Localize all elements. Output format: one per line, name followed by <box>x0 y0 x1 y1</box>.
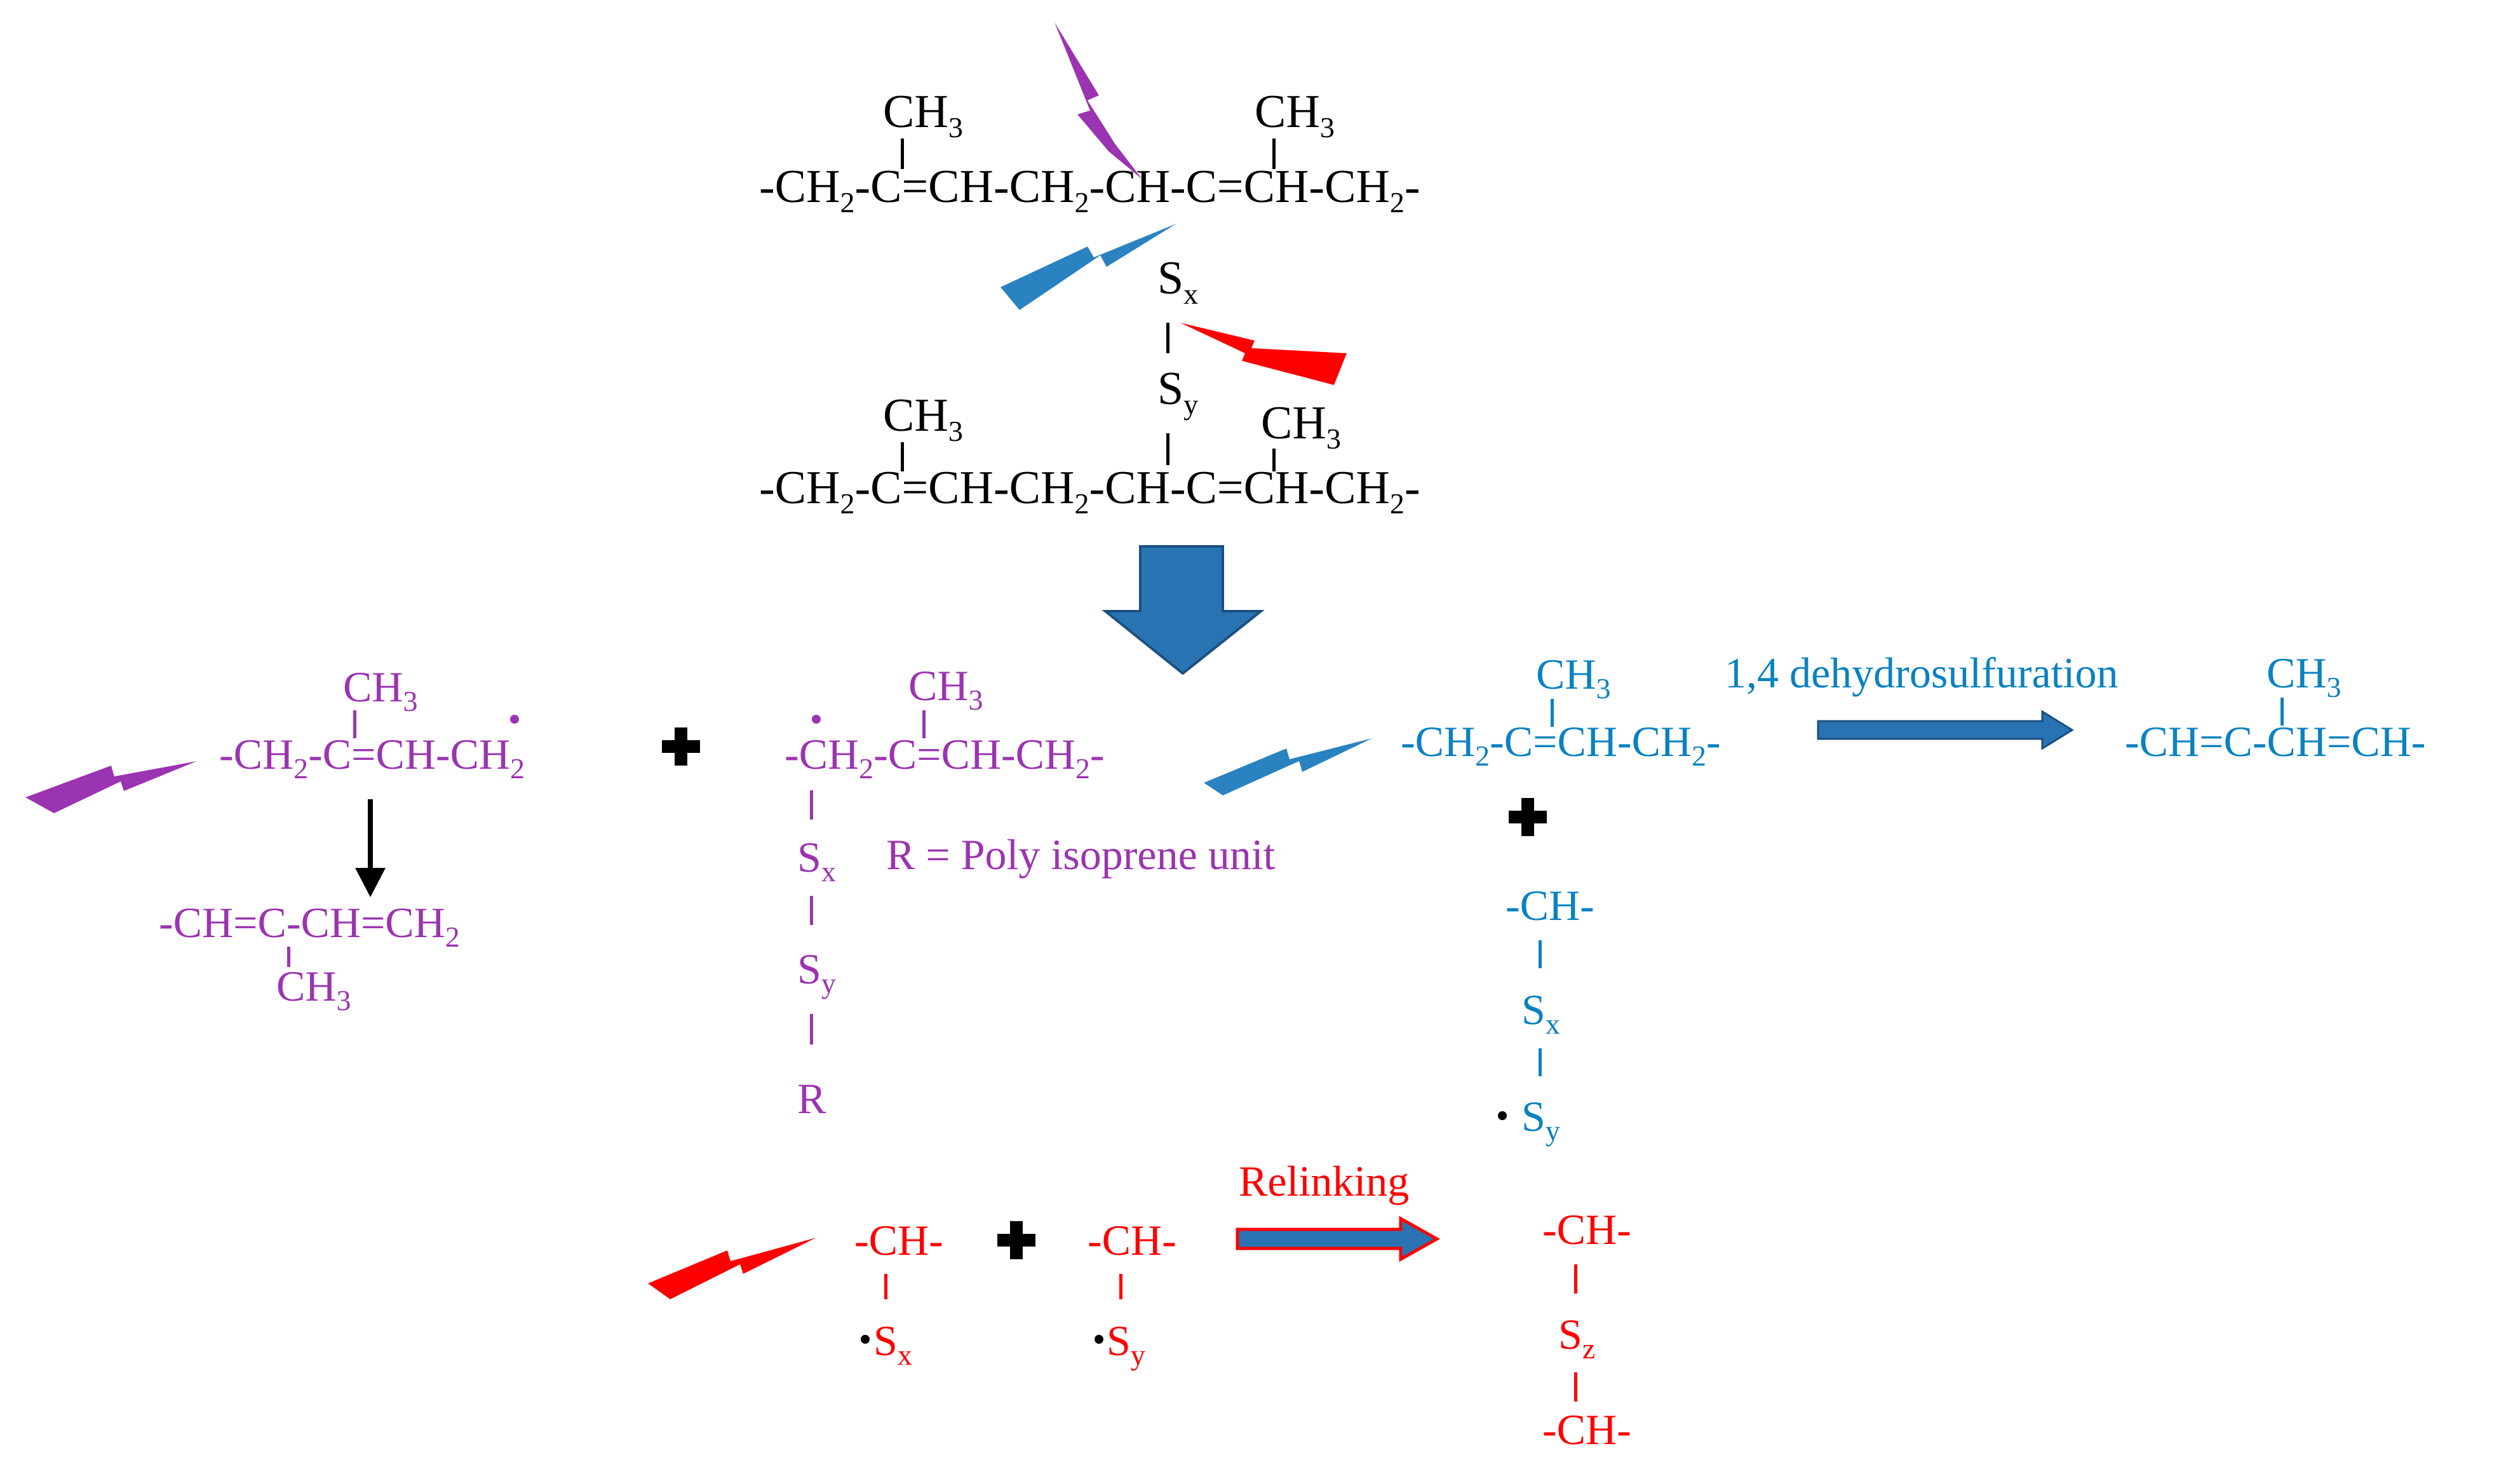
red-sz: Sz <box>1558 1310 1595 1365</box>
red-bond-middle <box>1119 1274 1122 1299</box>
red-arrow-label: Relinking <box>1239 1157 1409 1205</box>
blue-dehydrosulfuration-branch: CH3 -CH2-C=CH-CH2- 1,4 dehydrosulfuratio… <box>1401 649 2425 1147</box>
top-lower-bond-left <box>901 442 904 471</box>
top-sx: Sx <box>1157 252 1198 310</box>
top-upper-chain: -CH2-C=CH-CH2-CH-C=CH-CH2- <box>759 161 1420 219</box>
purple-r-label: R = Poly isoprene unit <box>886 830 1276 879</box>
red-sy: Sy <box>1107 1316 1145 1371</box>
lightning-bolt-icon <box>1054 22 1142 179</box>
radical-dot <box>1095 1335 1103 1344</box>
plus-icon <box>662 727 700 766</box>
purple-ch3-right: CH3 <box>908 661 983 716</box>
blue-arrow-label: 1,4 dehydrosulfuration <box>1725 649 2118 697</box>
top-lower-bond-right <box>1272 449 1276 471</box>
top-upper-ch3: CH3 <box>883 86 963 144</box>
blue-s-bond-1 <box>1539 940 1542 968</box>
red-ch-bottom: -CH- <box>1542 1405 1631 1454</box>
purple-r: R <box>797 1074 826 1123</box>
top-upper-ch3-right: CH3 <box>1255 86 1335 144</box>
purple-radical-chain: -CH2-C=CH-CH2 <box>219 730 525 785</box>
blue-s-bond-2 <box>1539 1048 1542 1076</box>
purple-sulfur-chain: -CH2-C=CH-CH2- <box>785 730 1105 785</box>
blue-sx: Sx <box>1521 985 1560 1040</box>
plus-icon <box>997 1221 1035 1259</box>
red-relinking-branch: -CH- Sx -CH- Sy Relinking -CH- Sz -CH- <box>854 1157 1631 1454</box>
blue-sy: Sy <box>1521 1092 1560 1147</box>
purple-s-bond-3 <box>810 1014 813 1044</box>
purple-allylic-radical-branch: CH3 -CH2-C=CH-CH2 -CH=C-CH=CH2 CH3 CH3 -… <box>159 661 1276 1123</box>
red-ch-left: -CH- <box>854 1216 943 1264</box>
purple-product-bond <box>287 947 290 967</box>
purple-bond <box>353 710 356 738</box>
blue-product-bond <box>2281 698 2284 726</box>
top-lower-ch3-right: CH3 <box>1261 397 1341 455</box>
purple-sy: Sy <box>797 945 836 999</box>
down-block-arrow-icon <box>1102 545 1265 675</box>
purple-sx: Sx <box>797 833 836 888</box>
lightning-bolt-icon <box>25 761 197 813</box>
red-bond-left <box>884 1274 887 1299</box>
radical-dot <box>1498 1111 1507 1120</box>
top-upper-bond-left <box>901 139 904 169</box>
lightning-bolt-icon <box>1001 224 1176 310</box>
blue-chain: -CH2-C=CH-CH2- <box>1401 717 1721 772</box>
right-block-arrow-icon <box>1817 710 2074 750</box>
right-block-arrow-icon <box>1236 1215 1441 1262</box>
lightning-bolt-icon <box>1204 738 1372 795</box>
blue-ch: -CH- <box>1506 881 1594 930</box>
top-bridge-bond-2 <box>1166 433 1169 465</box>
top-bridge-bond-1 <box>1166 323 1169 353</box>
lightning-bolt-icon <box>1180 323 1347 385</box>
down-arrow-icon <box>355 799 386 897</box>
blue-ch3: CH3 <box>1536 650 1610 705</box>
plus-icon <box>1509 798 1547 836</box>
red-ch-middle: -CH- <box>1088 1216 1176 1264</box>
top-crosslinked-structure: CH3 CH3 -CH2-C=CH-CH2-CH-C=CH-CH2- Sx Sy… <box>759 86 1420 520</box>
radical-dot <box>812 715 821 724</box>
radical-dot <box>861 1335 870 1344</box>
lightning-bolt-icon <box>648 1238 816 1299</box>
red-bond-product-1 <box>1574 1264 1577 1294</box>
purple-product-ch3: CH3 <box>276 962 351 1017</box>
blue-bond <box>1551 699 1554 727</box>
radical-dot <box>510 715 519 724</box>
blue-product: -CH=C-CH=CH- <box>2125 717 2425 766</box>
top-lower-chain: -CH2-C=CH-CH2-CH-C=CH-CH2- <box>759 462 1420 520</box>
red-sx: Sx <box>873 1316 912 1371</box>
purple-ch3: CH3 <box>343 663 417 717</box>
top-upper-bond-right <box>1272 139 1276 169</box>
purple-diene-product: -CH=C-CH=CH2 <box>159 898 460 953</box>
top-lower-ch3: CH3 <box>883 389 963 447</box>
purple-bond-right <box>922 710 926 738</box>
top-sy: Sy <box>1157 363 1198 421</box>
red-bond-product-2 <box>1574 1372 1577 1402</box>
purple-s-bond-1 <box>810 790 813 820</box>
blue-product-ch3: CH3 <box>2267 649 2341 703</box>
red-ch-top: -CH- <box>1542 1205 1631 1254</box>
purple-s-bond-2 <box>810 896 813 925</box>
